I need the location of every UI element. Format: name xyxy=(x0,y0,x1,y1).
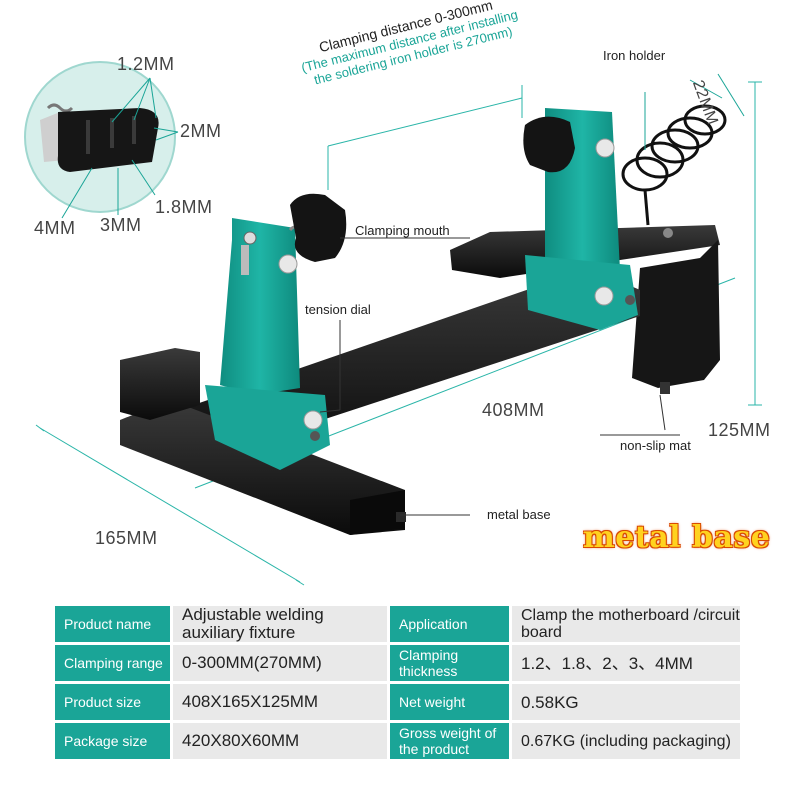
spec-key: Clamping thickness xyxy=(390,645,509,681)
spec-value: 420X80X60MM xyxy=(173,723,387,759)
metal-base-label: metal base xyxy=(487,507,551,522)
fixture-drawing xyxy=(24,61,762,586)
front-foot xyxy=(120,348,406,535)
spec-key: Product name xyxy=(55,606,170,642)
tension-dial-knob xyxy=(278,254,298,274)
iron-holder-coil xyxy=(621,104,727,226)
table-row: Product size 408X165X125MM Net weight 0.… xyxy=(55,684,740,720)
spec-key: Gross weight of the product xyxy=(390,723,509,759)
non-slip-mat-label: non-slip mat xyxy=(620,438,691,453)
tension-dial-label: tension dial xyxy=(305,302,371,317)
spec-value: 408X165X125MM xyxy=(173,684,387,720)
spec-value: 0-300MM(270MM) xyxy=(173,645,387,681)
spec-value: 0.58KG xyxy=(512,684,740,720)
clamping-jaw-right xyxy=(523,116,575,173)
metal-base-badge: metal base xyxy=(583,520,771,555)
table-row: Package size 420X80X60MM Gross weight of… xyxy=(55,723,740,759)
table-row: Clamping range 0-300MM(270MM) Clamping t… xyxy=(55,645,740,681)
thickness-label-4: 3MM xyxy=(100,215,142,235)
spec-value: Clamp the motherboard /circuit board xyxy=(512,606,740,642)
thickness-label-1: 1.2MM xyxy=(117,54,175,74)
table-row: Product name Adjustable welding auxiliar… xyxy=(55,606,740,642)
non-slip-pad xyxy=(660,382,670,394)
product-illustration: 1.2MM 2MM 1.8MM 3MM 4MM Clamping distanc… xyxy=(24,0,771,586)
spec-key: Package size xyxy=(55,723,170,759)
iron-holder-label: Iron holder xyxy=(603,48,666,63)
spec-key: Net weight xyxy=(390,684,509,720)
spec-value: 0.67KG (including packaging) xyxy=(512,723,740,759)
thickness-label-5: 4MM xyxy=(34,218,76,238)
spec-value: Adjustable welding auxiliary fixture xyxy=(173,606,387,642)
width-label: 165MM xyxy=(95,528,158,548)
right-clamp-arm xyxy=(523,108,638,330)
length-label: 408MM xyxy=(482,400,545,420)
spec-table: Product name Adjustable welding auxiliar… xyxy=(52,603,743,762)
jaw-detail-inset xyxy=(24,61,179,219)
spec-key: Application xyxy=(390,606,509,642)
thickness-label-2: 2MM xyxy=(180,121,222,141)
spec-key: Clamping range xyxy=(55,645,170,681)
spec-value: 1.2、1.8、2、3、4MM xyxy=(512,645,740,681)
spec-key: Product size xyxy=(55,684,170,720)
clamping-mouth-label: Clamping mouth xyxy=(355,223,450,238)
clamping-jaw-left xyxy=(290,193,347,262)
thickness-label-3: 1.8MM xyxy=(155,197,213,217)
height-label: 125MM xyxy=(708,420,771,440)
left-clamp-arm xyxy=(205,193,347,470)
